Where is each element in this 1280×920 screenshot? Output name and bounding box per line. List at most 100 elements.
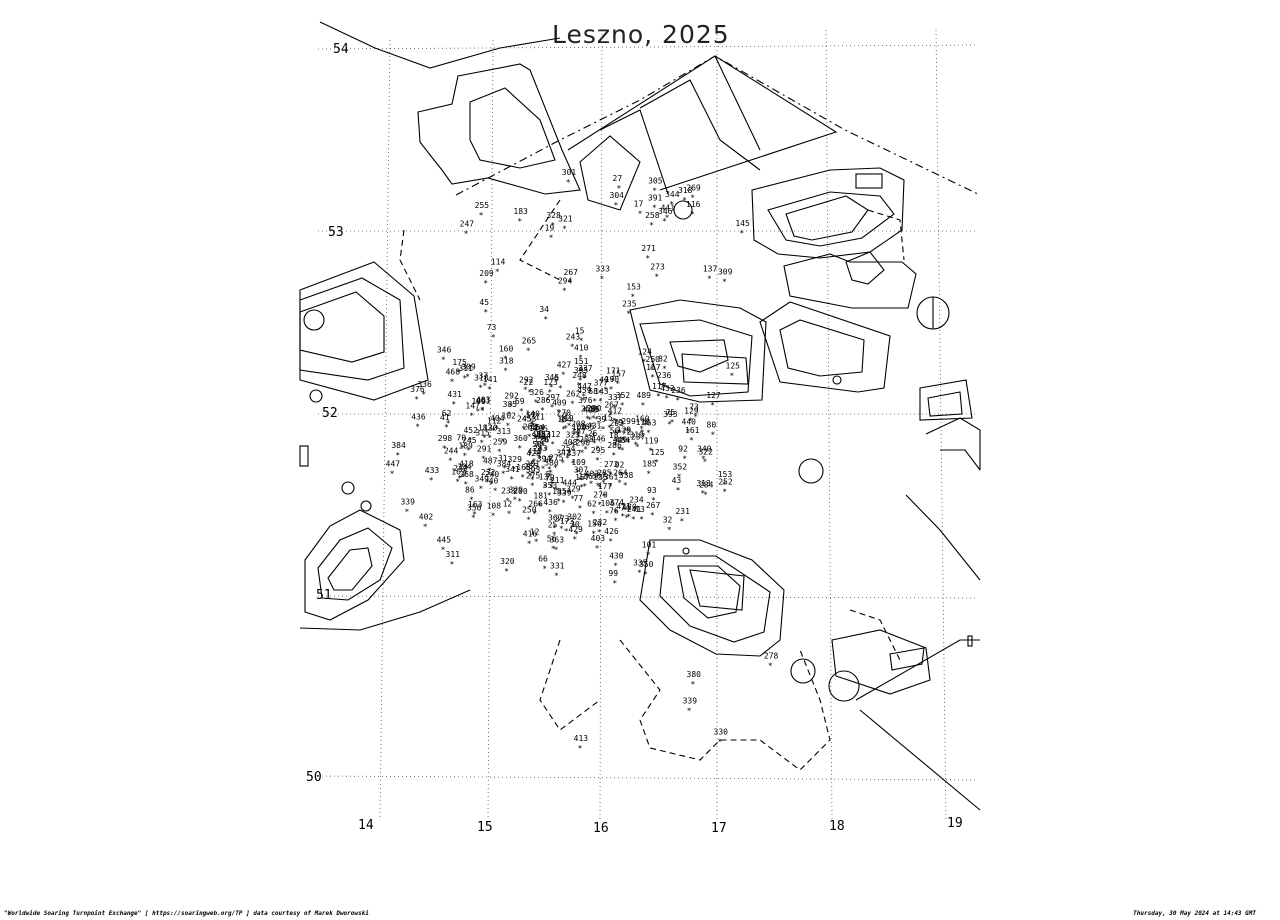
turnpoint-marker-icon: * <box>554 486 559 495</box>
turnpoint: 252* <box>718 478 733 497</box>
turnpoint-label: 145 <box>735 219 750 228</box>
turnpoint-label: 318 <box>474 374 489 383</box>
turnpoint-label: 352 <box>673 462 688 471</box>
turnpoint-marker-icon: * <box>563 424 568 433</box>
turnpoint-marker-icon: * <box>537 454 542 463</box>
turnpoint-marker-icon: * <box>552 523 557 532</box>
turnpoint-marker-icon: * <box>536 442 541 451</box>
turnpoint: 403* <box>476 396 491 415</box>
turnpoint-label: 380 <box>544 458 559 467</box>
turnpoint-label: 75 <box>666 408 676 417</box>
turnpoint-label: 286 <box>536 396 551 405</box>
turnpoint-label: 431 <box>447 390 462 399</box>
turnpoint: 318* <box>678 186 693 205</box>
turnpoint-label: 157 <box>646 363 661 372</box>
turnpoint: 177* <box>598 482 613 501</box>
turnpoint-label: 413 <box>574 734 589 743</box>
turnpoint-marker-icon: * <box>578 744 583 753</box>
turnpoint: 181* <box>533 491 548 510</box>
turnpoint-marker-icon: * <box>640 428 645 437</box>
turnpoint-marker-icon: * <box>626 438 631 447</box>
turnpoint: 393* <box>526 465 541 484</box>
turnpoint-label: 403 <box>585 470 600 479</box>
turnpoint-marker-icon: * <box>595 544 600 553</box>
turnpoint-label: 151 <box>574 357 589 366</box>
turnpoint: 57* <box>526 411 536 430</box>
turnpoint-label: 339 <box>557 488 572 497</box>
turnpoint-label: 291 <box>477 445 492 454</box>
turnpoint-marker-icon: * <box>722 277 727 286</box>
turnpoint-label: 124 <box>637 347 652 356</box>
turnpoint: 313* <box>696 479 711 498</box>
turnpoint-marker-icon: * <box>521 424 526 433</box>
turnpoint-marker-icon: * <box>561 418 566 427</box>
turnpoint-marker-icon: * <box>561 498 566 507</box>
turnpoint-marker-icon: * <box>578 504 583 513</box>
turnpoint-label: 201 <box>525 459 540 468</box>
turnpoint: 153* <box>626 283 641 302</box>
turnpoint-marker-icon: * <box>602 492 607 501</box>
turnpoint-marker-icon: * <box>662 217 667 226</box>
turnpoint-marker-icon: * <box>517 444 522 453</box>
turnpoint-label: 380 <box>687 670 702 679</box>
turnpoint-marker-icon: * <box>576 381 581 390</box>
turnpoint-marker-icon: * <box>687 707 692 716</box>
turnpoint-label: 6 <box>554 374 559 383</box>
turnpoint: 430* <box>609 552 624 571</box>
turnpoint: 36* <box>540 436 550 455</box>
turnpoint: 258* <box>645 211 660 230</box>
turnpoint-marker-icon: * <box>463 480 468 489</box>
turnpoint: 299* <box>621 417 636 436</box>
turnpoint-marker-icon: * <box>462 451 467 460</box>
turnpoint-marker-icon: * <box>739 229 744 238</box>
turnpoint-label: 17 <box>543 455 553 464</box>
turnpoint-marker-icon: * <box>576 433 581 442</box>
turnpoint: 93* <box>647 486 657 505</box>
turnpoint-marker-icon: * <box>609 385 614 394</box>
turnpoint-label: 415 <box>528 447 543 456</box>
turnpoint: 68* <box>588 387 598 406</box>
turnpoint: 250* <box>646 355 661 374</box>
turnpoint-marker-icon: * <box>570 495 575 504</box>
turnpoint: 108* <box>487 502 502 521</box>
turnpoint: 40* <box>489 477 499 496</box>
turnpoint: 175* <box>452 358 467 377</box>
turnpoint: 329* <box>566 485 581 504</box>
turnpoint-marker-icon: * <box>703 490 708 499</box>
turnpoint: 17* <box>634 200 644 219</box>
turnpoint-marker-icon: * <box>487 385 492 394</box>
turnpoint-label: 177 <box>598 482 613 491</box>
turnpoint-marker-icon: * <box>591 432 596 441</box>
turnpoint-marker-icon: * <box>568 278 573 287</box>
turnpoint-marker-icon: * <box>711 431 716 440</box>
turnpoint-label: 449 <box>613 436 628 445</box>
turnpoint: 436* <box>543 498 558 517</box>
turnpoint: 125* <box>726 362 741 381</box>
turnpoint-label: 373 <box>555 515 570 524</box>
lon-label: 19 <box>947 816 963 831</box>
turnpoint-marker-icon: * <box>638 210 643 219</box>
turnpoint: 404* <box>490 414 505 433</box>
turnpoint-marker-icon: * <box>700 489 705 498</box>
turnpoint: 339* <box>400 497 415 516</box>
turnpoint: 321* <box>558 214 573 233</box>
turnpoint-label: 384 <box>391 441 406 450</box>
turnpoint-marker-icon: * <box>571 459 576 468</box>
turnpoint-marker-icon: * <box>527 539 532 548</box>
turnpoint: 151* <box>574 357 589 376</box>
turnpoint-label: 170 <box>529 424 544 433</box>
turnpoint: 157* <box>611 369 626 388</box>
turnpoint-label: 267 <box>604 400 619 409</box>
turnpoint-marker-icon: * <box>542 565 547 574</box>
turnpoint: 412* <box>608 406 623 425</box>
turnpoint-label: 360 <box>513 434 528 443</box>
turnpoint-label: 269 <box>686 184 701 193</box>
turnpoint-marker-icon: * <box>608 483 613 492</box>
turnpoint: 270* <box>557 408 572 427</box>
turnpoint: 436* <box>411 412 426 431</box>
turnpoint-marker-icon: * <box>718 737 723 746</box>
turnpoint-label: 255 <box>475 201 490 210</box>
turnpoint-label: 240 <box>485 470 500 479</box>
turnpoint-marker-icon: * <box>641 401 646 410</box>
turnpoint-marker-icon: * <box>532 510 537 519</box>
